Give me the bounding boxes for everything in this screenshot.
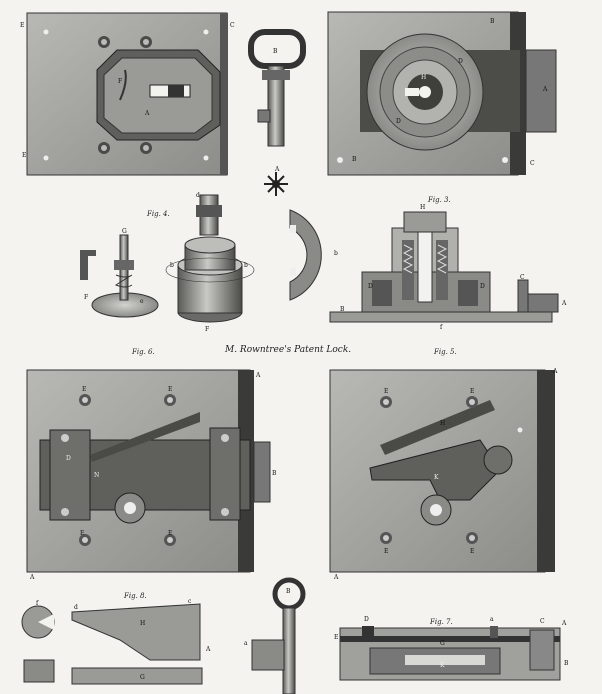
ref-letter-D: D — [396, 118, 401, 125]
ref-letter-c: c — [188, 598, 192, 605]
ref-letter-B: B — [490, 18, 495, 25]
key-drawing-bottom — [251, 577, 306, 694]
ref-letter-D: D — [66, 455, 71, 462]
ref-letter-E: E — [384, 388, 389, 395]
ref-letter-C: C — [540, 618, 545, 625]
ref-letter-A: A — [275, 166, 280, 173]
ref-letter-A: A — [562, 620, 567, 627]
ref-letter-K: K — [434, 474, 439, 481]
ref-letter-F: F — [118, 78, 123, 85]
ref-letter-A: A — [206, 646, 211, 653]
ref-letter-A: A — [145, 110, 150, 117]
fig4-spindle — [80, 234, 159, 318]
ref-letter-E: E — [82, 386, 87, 393]
ref-letter-C: C — [520, 274, 525, 281]
ref-letter-E: E — [470, 388, 475, 395]
ref-letter-E: E — [168, 386, 173, 393]
ref-letter-F: F — [205, 326, 210, 333]
ref-letter-B: B — [352, 156, 357, 163]
fig2-lock-plate-disc — [327, 11, 557, 176]
ref-letter-A: A — [334, 574, 339, 581]
ref-letter-A: A — [256, 372, 261, 379]
ref-letter-E: E — [470, 548, 475, 555]
ref-letter-I: f — [36, 600, 39, 607]
ref-letter-B: B — [273, 48, 278, 55]
caption-fig7: Fig. 7. — [430, 618, 453, 626]
caption-fig8: Fig. 8. — [124, 592, 147, 600]
fig6-lock-with-bolt — [26, 369, 271, 573]
ref-letter-E: E — [80, 530, 85, 537]
fig1-lock-plate — [26, 12, 228, 176]
ref-letter-G: G — [440, 640, 445, 647]
ref-letter-d: d — [74, 604, 78, 611]
ref-letter-a: a — [244, 640, 248, 647]
ref-letter-E: E — [334, 634, 339, 641]
ref-letter-B: B — [564, 660, 569, 667]
fig5-lock-with-levers — [329, 369, 555, 573]
ref-letter-H: H — [421, 74, 427, 81]
ref-letter-H: H — [420, 204, 426, 211]
caption-fig6: Fig. 6. — [132, 348, 155, 356]
ref-letter-H: H — [440, 420, 446, 427]
ref-letter-K: K — [440, 662, 445, 669]
ref-letter-D: D — [458, 58, 463, 65]
ref-letter-b: b — [244, 262, 248, 269]
caption-fig5: Fig. 5. — [434, 348, 457, 356]
ref-letter-D: D — [368, 283, 373, 290]
ref-letter-f: f — [440, 324, 443, 331]
caption-fig4: Fig. 4. — [147, 210, 170, 218]
ref-letter-A: A — [30, 574, 35, 581]
ref-letter-A: A — [553, 368, 558, 375]
ref-letter-D: D — [480, 283, 485, 290]
ref-letter-E: E — [20, 22, 25, 29]
ref-letter-E: E — [384, 548, 389, 555]
ref-letter-B: B — [286, 588, 291, 595]
fig4-half-ring — [289, 209, 322, 301]
ref-letter-B: B — [340, 306, 345, 313]
ref-letter-B: B — [272, 470, 277, 477]
fig3-section-view — [329, 211, 559, 323]
fig8-lever-pieces — [21, 603, 203, 685]
ref-letter-G: G — [140, 674, 145, 681]
ref-letter-A: A — [543, 86, 548, 93]
ref-letter-a: a — [490, 616, 494, 623]
fig7-section-view — [339, 626, 561, 681]
ref-letter-G: G — [122, 228, 127, 235]
ref-letter-F: F — [84, 294, 89, 301]
ref-letter-N: N — [94, 472, 100, 479]
ref-letter-b: b — [170, 262, 174, 269]
ref-letter-C: C — [530, 160, 535, 167]
ref-letter-E: E — [168, 530, 173, 537]
ref-letter-e: e — [140, 298, 144, 305]
plate-title: M. Rowntree's Patent Lock. — [225, 345, 352, 355]
caption-fig3: Fig. 3. — [428, 196, 451, 204]
key-drawing-top — [248, 29, 306, 147]
fig4-drum-barrel — [165, 194, 255, 323]
ref-letter-H: H — [140, 620, 146, 627]
ref-letter-b: b — [334, 250, 338, 257]
ref-letter-D: D — [364, 616, 369, 623]
ref-letter-A: A — [562, 300, 567, 307]
ref-letter-C: C — [230, 22, 235, 29]
ref-letter-d: d — [196, 192, 200, 199]
ref-letter-E: E — [22, 152, 27, 159]
star-key-bit — [264, 172, 288, 196]
